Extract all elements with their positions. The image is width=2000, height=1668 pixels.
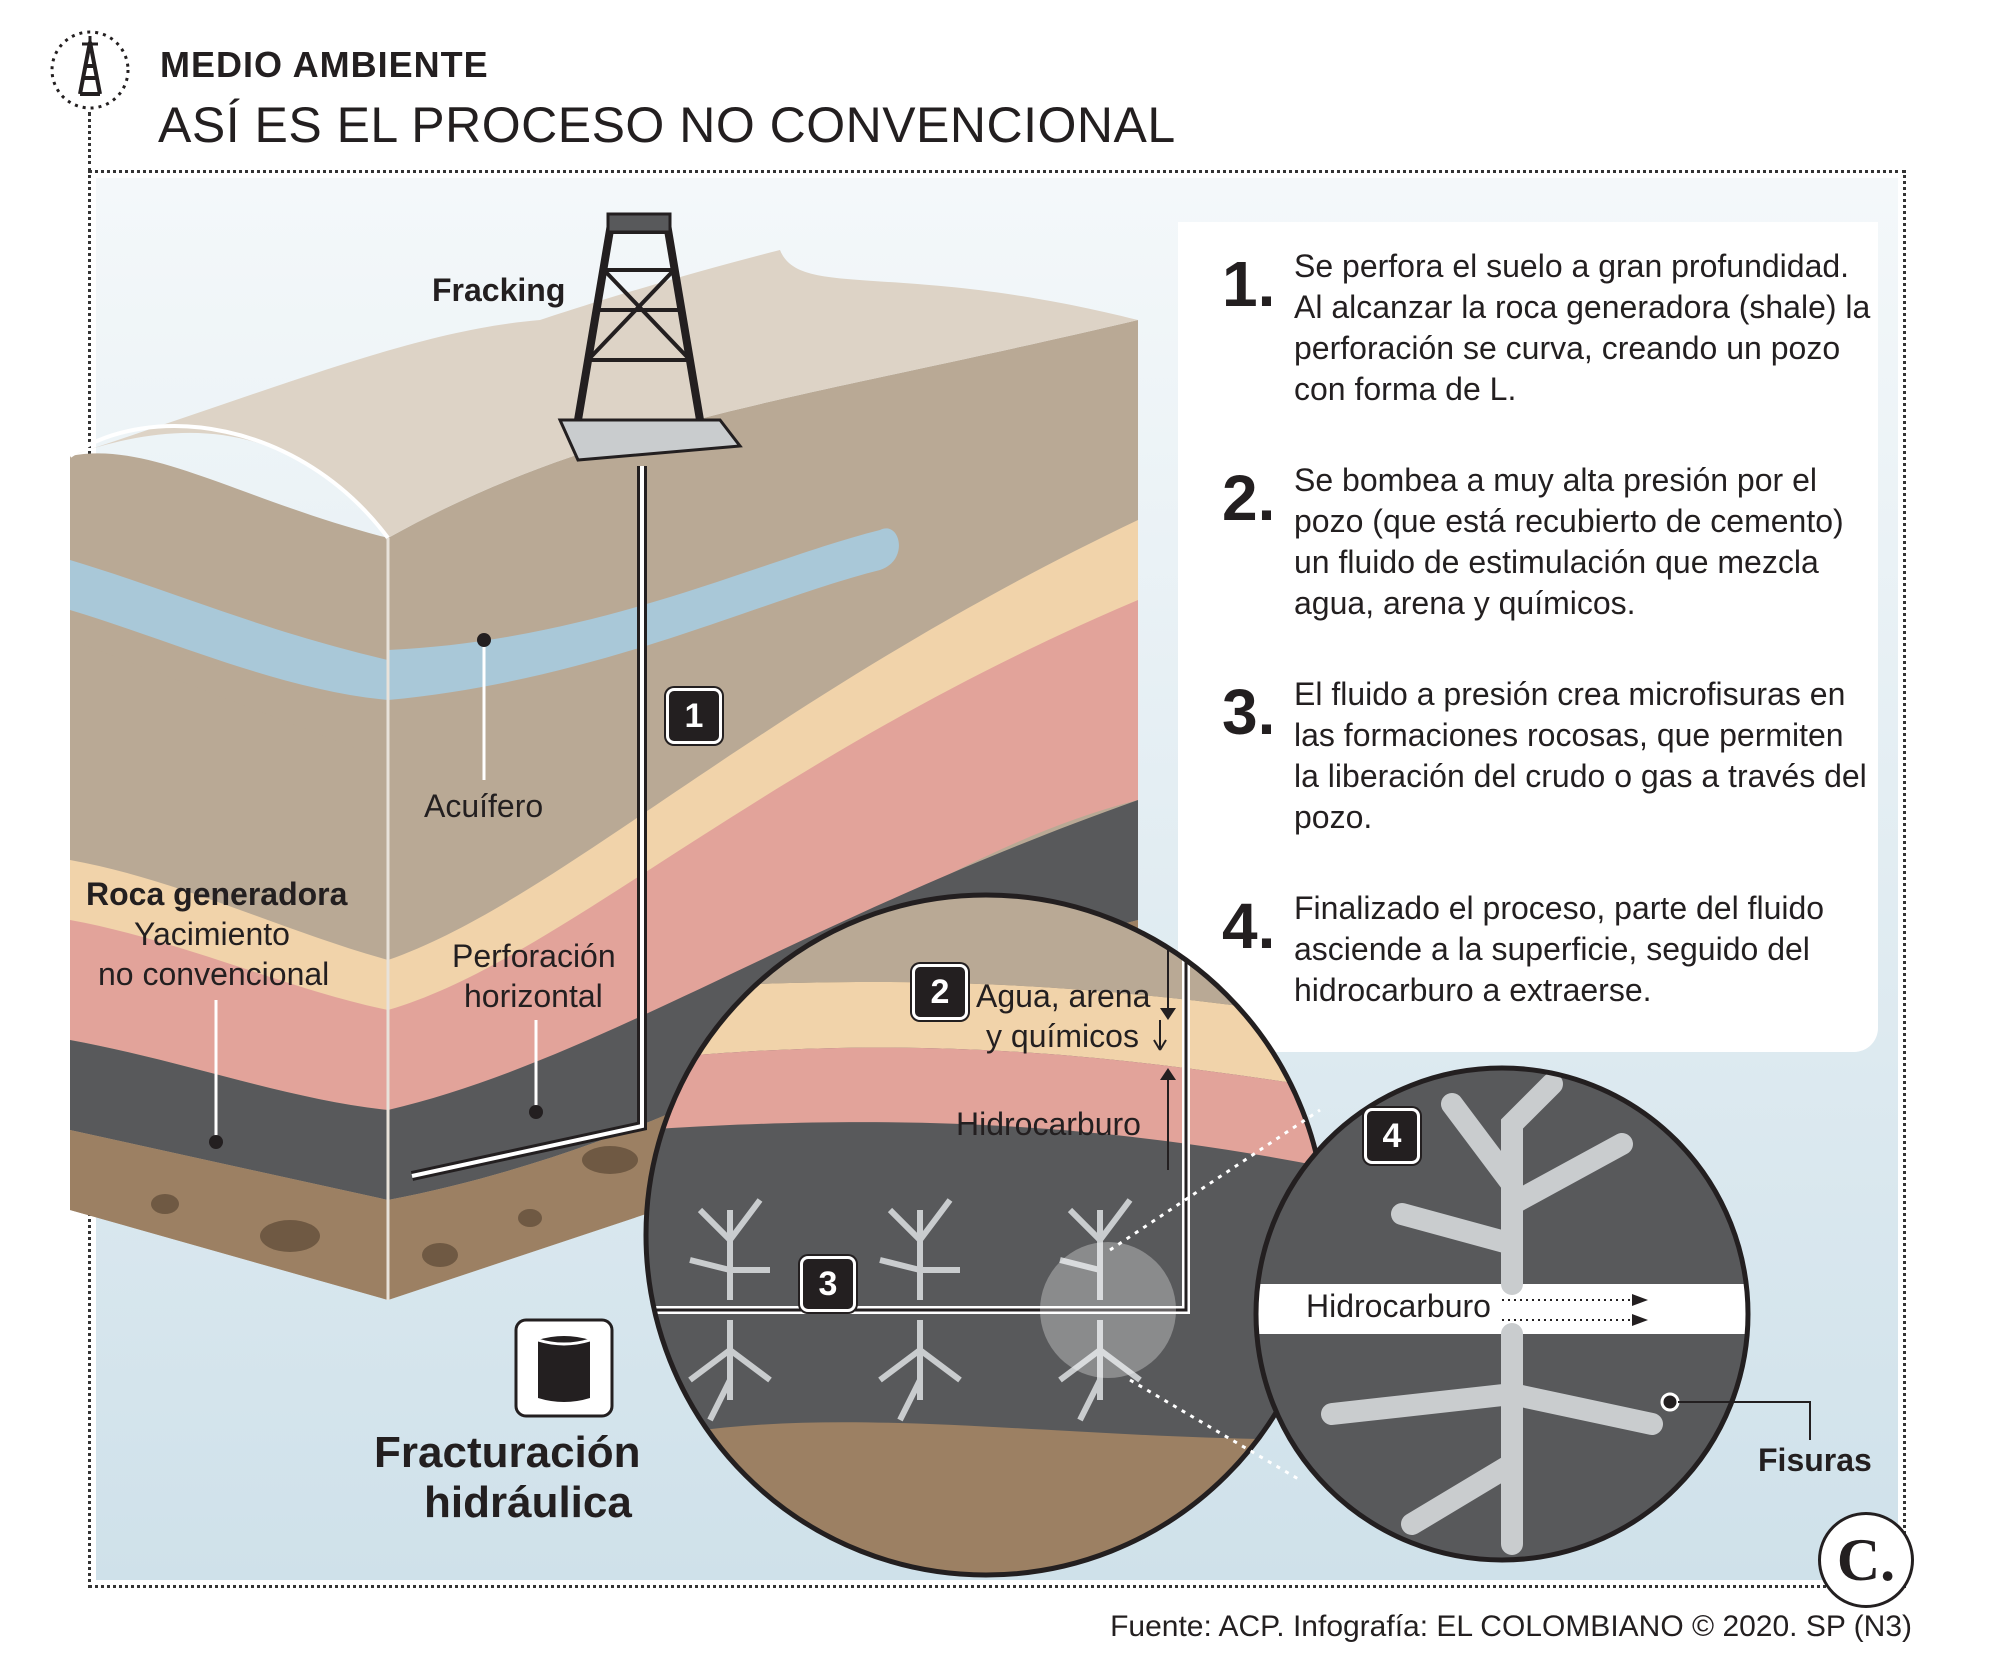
horizontal-label2: horizontal bbox=[464, 978, 603, 1014]
marker-4: 4 bbox=[1364, 1108, 1420, 1164]
section-label: MEDIO AMBIENTE bbox=[160, 44, 489, 85]
magnifier-zoom-1 bbox=[643, 892, 1329, 1578]
hydrocarbon-label: Hidrocarburo bbox=[956, 1106, 1141, 1142]
fluid-label2: y químicos bbox=[986, 1018, 1139, 1054]
fluid-label1: Agua, arena bbox=[976, 978, 1151, 1014]
header-connector bbox=[88, 112, 91, 172]
aquifer-label: Acuífero bbox=[424, 788, 544, 824]
fracturing-label1: Fracturación bbox=[374, 1428, 641, 1477]
horizontal-label1: Perforación bbox=[452, 938, 616, 974]
step-text: El fluido a presión crea microfisuras en… bbox=[1294, 676, 1867, 835]
marker-1: 1 bbox=[666, 688, 722, 744]
pipe-hydrocarbon-label: Hidrocarburo bbox=[1306, 1288, 1491, 1324]
magnifier-zoom-2 bbox=[1253, 1065, 1751, 1563]
marker-3: 3 bbox=[800, 1256, 856, 1312]
publisher-logo: C. bbox=[1818, 1512, 1914, 1608]
step-text: Se bombea a muy alta presión por el pozo… bbox=[1294, 462, 1844, 621]
steps-panel bbox=[1178, 222, 1878, 1052]
fracking-label: Fracking bbox=[432, 272, 566, 308]
oil-barrel-icon bbox=[514, 1318, 614, 1418]
fissures-label: Fisuras bbox=[1758, 1442, 1872, 1478]
step-number: 1. bbox=[1222, 248, 1276, 320]
step-number: 2. bbox=[1222, 462, 1276, 534]
page-title: ASÍ ES EL PROCESO NO CONVENCIONAL bbox=[158, 97, 1176, 153]
oil-rig-icon bbox=[50, 30, 130, 110]
fissures-callout-line bbox=[1660, 1392, 1811, 1440]
step-text: Finalizado el proceso, parte del fluido … bbox=[1294, 890, 1825, 1008]
step-number: 4. bbox=[1222, 890, 1276, 962]
source-rock-sub2: no convencional bbox=[98, 956, 330, 992]
step-text: Se perfora el suelo a gran profundidad. … bbox=[1294, 248, 1871, 407]
fracturing-label2: hidráulica bbox=[424, 1478, 632, 1527]
step-number: 3. bbox=[1222, 676, 1276, 748]
source-credit: Fuente: ACP. Infografía: EL COLOMBIANO ©… bbox=[1110, 1610, 1912, 1643]
source-rock-label: Roca generadora bbox=[86, 876, 348, 912]
source-rock-sub1: Yacimiento bbox=[134, 916, 290, 952]
marker-2: 2 bbox=[912, 964, 968, 1020]
